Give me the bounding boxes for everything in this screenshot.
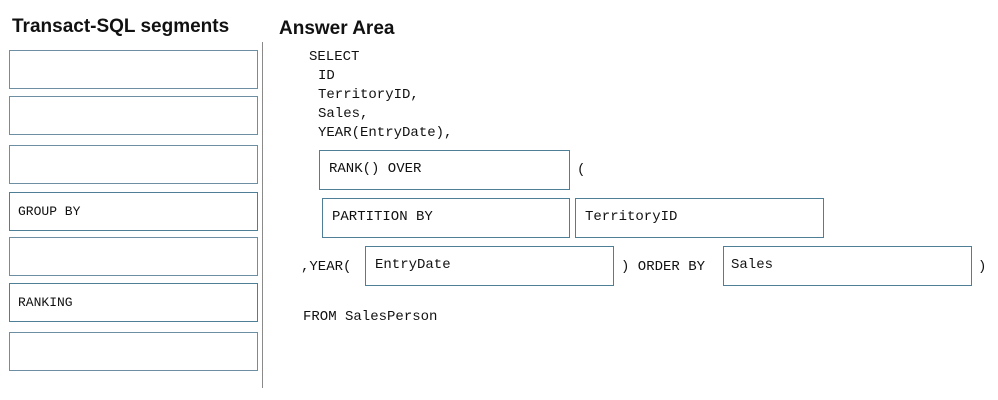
code-id: ID xyxy=(318,68,335,84)
segment-slot-7[interactable] xyxy=(9,332,258,371)
answer-area-title: Answer Area xyxy=(279,18,395,39)
segment-slot-3[interactable] xyxy=(9,145,258,184)
panel-divider xyxy=(262,42,263,388)
answer-slot-year-argument[interactable]: EntryDate xyxy=(365,246,614,286)
segment-ranking[interactable]: RANKING xyxy=(9,283,258,322)
answer-slot-rank-over[interactable]: RANK() OVER xyxy=(319,150,570,190)
code-territory-id: TerritoryID, xyxy=(318,87,419,103)
segments-panel-title: Transact-SQL segments xyxy=(12,16,230,37)
answer-slot-partition-column[interactable]: TerritoryID xyxy=(575,198,824,238)
answer-slot-partition-by[interactable]: PARTITION BY xyxy=(322,198,570,238)
code-close-paren: ) xyxy=(978,259,987,275)
code-year-entrydate: YEAR(EntryDate), xyxy=(318,125,453,141)
segment-slot-1[interactable] xyxy=(9,50,258,89)
code-sales: Sales, xyxy=(318,106,369,122)
segment-group-by[interactable]: GROUP BY xyxy=(9,192,258,231)
code-close-order-by: ) ORDER BY xyxy=(621,259,706,275)
segment-slot-5[interactable] xyxy=(9,237,258,276)
code-from: FROM SalesPerson xyxy=(303,309,438,325)
code-year-prefix: ,YEAR( xyxy=(301,259,352,275)
segment-slot-2[interactable] xyxy=(9,96,258,135)
answer-slot-order-column[interactable]: Sales xyxy=(723,246,972,286)
code-select: SELECT xyxy=(309,49,360,65)
code-open-paren: ( xyxy=(577,162,586,178)
